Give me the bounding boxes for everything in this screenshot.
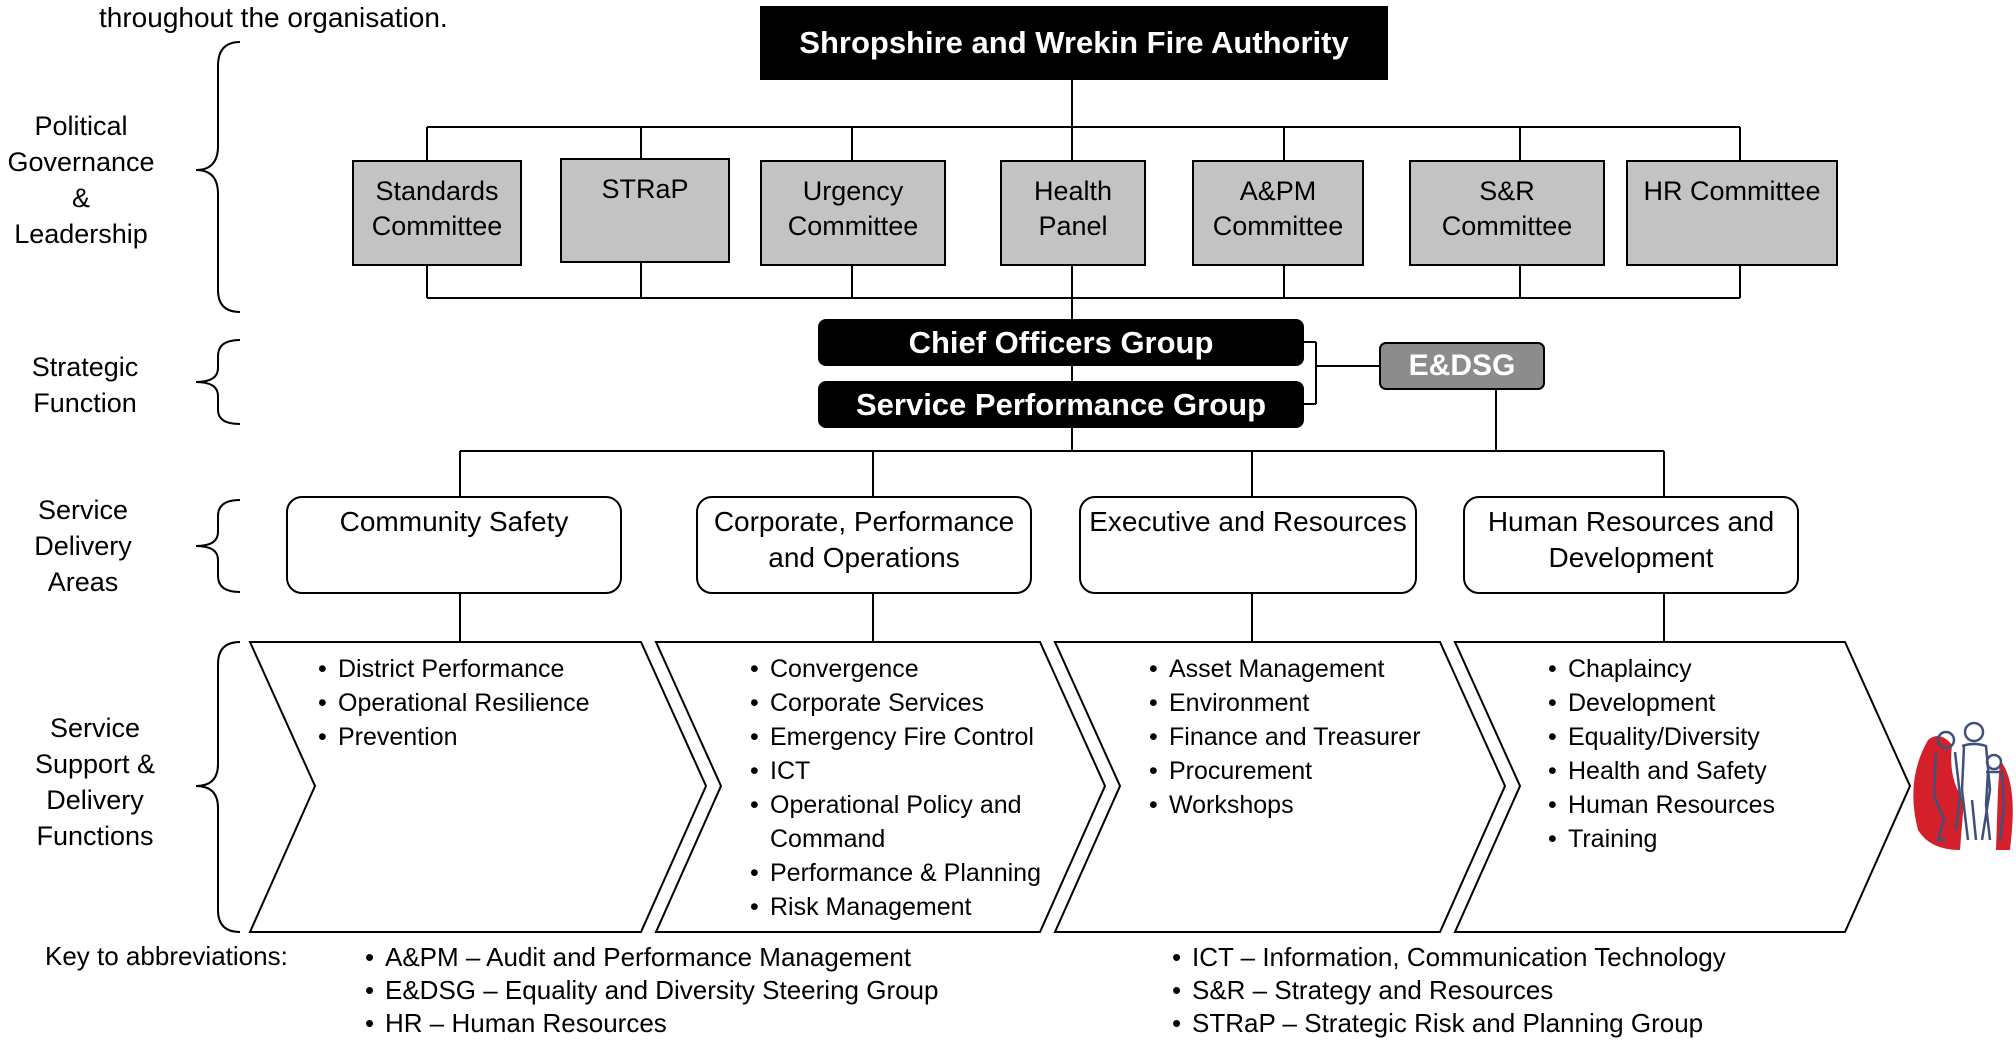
committee-apm: A&PM Committee [1192, 160, 1364, 266]
key-item: •ICT – Information, Communication Techno… [1172, 942, 1726, 972]
function-item: •Finance and Treasurer [1149, 723, 1421, 751]
functions-corporate-performance-operations: •Convergence •Corporate Services •Emerge… [750, 652, 1041, 924]
area-corporate-performance-operations: Corporate, Performance and Operations [696, 496, 1032, 594]
committee-health-panel: Health Panel [1000, 160, 1146, 266]
function-item: •Environment [1149, 689, 1310, 717]
function-chevron-2 [654, 641, 1107, 933]
function-item: •Corporate Services [750, 689, 984, 717]
key-item: •A&PM – Audit and Performance Management [365, 942, 912, 972]
level-delivery: Service Delivery Areas [34, 495, 132, 597]
committee-sr: S&R Committee [1409, 160, 1605, 266]
brace-delivery [195, 499, 241, 593]
function-item: •Development [1548, 689, 1716, 717]
edsg-box: E&DSG [1379, 342, 1545, 390]
functions-community-safety: •District Performance •Operational Resil… [318, 652, 590, 754]
key-list-left: •A&PM – Audit and Performance Management… [365, 941, 938, 1040]
committee-strap: STRaP [560, 158, 730, 263]
intro-text: throughout the organisation. [99, 2, 448, 33]
function-item: •Emergency Fire Control [750, 723, 1034, 751]
area-community-safety: Community Safety [286, 496, 622, 594]
function-item: •Training [1548, 825, 1658, 853]
function-item: •Risk Management [750, 893, 972, 921]
function-item: •District Performance [318, 655, 565, 683]
chief-officers-group: Chief Officers Group [818, 319, 1304, 366]
function-item: •Human Resources [1548, 791, 1776, 819]
key-list-right: •ICT – Information, Communication Techno… [1172, 941, 1726, 1040]
service-performance-group: Service Performance Group [818, 381, 1304, 428]
function-item: •Equality/Diversity [1548, 723, 1760, 751]
key-item: •S&R – Strategy and Resources [1172, 975, 1554, 1005]
function-item: •Prevention [318, 723, 458, 751]
committee-urgency: Urgency Committee [760, 160, 946, 266]
function-chevron-3 [1053, 641, 1507, 933]
brace-strategic [195, 339, 241, 425]
key-item: •STRaP – Strategic Risk and Planning Gro… [1172, 1008, 1704, 1038]
committee-standards: Standards Committee [352, 160, 522, 266]
fire-authority-box: Shropshire and Wrekin Fire Authority [760, 6, 1388, 80]
function-item: •Convergence [750, 655, 919, 683]
function-chevron-4 [1453, 641, 1912, 933]
level-strategic: Strategic Function [31, 352, 139, 418]
function-item: •Chaplaincy [1548, 655, 1692, 683]
function-item: •ICT [750, 757, 811, 785]
key-item: •E&DSG – Equality and Diversity Steering… [365, 975, 939, 1005]
functions-executive-resources: •Asset Management •Environment •Finance … [1149, 652, 1421, 822]
function-item: •Health and Safety [1548, 757, 1767, 785]
function-item: •Workshops [1149, 791, 1294, 819]
functions-human-resources-development: •Chaplaincy •Development •Equality/Diver… [1548, 652, 1775, 856]
brace-political [195, 41, 241, 313]
function-item: •Asset Management [1149, 655, 1385, 683]
key-label: Key to abbreviations: [45, 941, 288, 971]
function-item: •Operational Resilience [318, 689, 590, 717]
area-executive-resources: Executive and Resources [1079, 496, 1417, 594]
brace-support [195, 641, 241, 933]
committee-hr: HR Committee [1626, 160, 1838, 266]
function-chevron-1 [248, 641, 708, 933]
area-human-resources-development: Human Resources and Development [1463, 496, 1799, 594]
function-item: •Performance & Planning [750, 859, 1041, 887]
level-political: Political Governance & Leadership [7, 111, 155, 249]
function-item: •Procurement [1149, 757, 1313, 785]
fire-service-logo [1913, 721, 2013, 850]
key-item: •HR – Human Resources [365, 1008, 667, 1038]
level-support: Service Support & Delivery Functions [34, 713, 156, 851]
